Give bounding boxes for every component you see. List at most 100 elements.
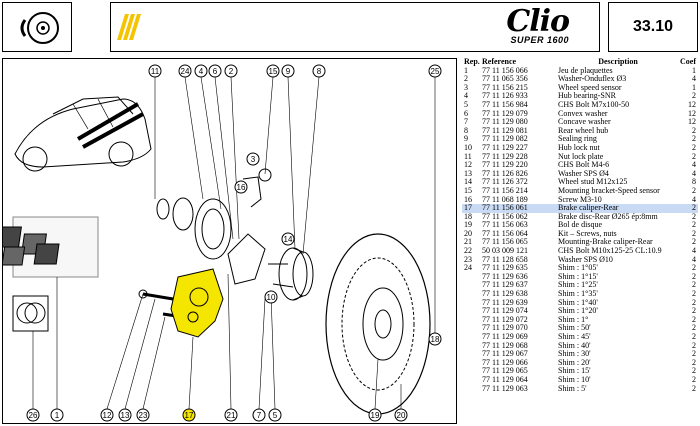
reference-cell: 77 11 129 637 bbox=[482, 280, 528, 290]
description-cell: Wheel stud M12x125 bbox=[558, 178, 628, 187]
svg-text:3: 3 bbox=[251, 155, 256, 164]
reference-cell: 77 11 068 189 bbox=[482, 194, 528, 204]
reference-cell: 77 11 156 214 bbox=[482, 185, 528, 195]
callout-5: 5 bbox=[268, 408, 282, 422]
description-cell: CHS Bolt M7x100-50 bbox=[558, 100, 630, 109]
brake-caliper-rear bbox=[170, 268, 224, 338]
rep-cell bbox=[462, 316, 482, 325]
coef-cell: 2 bbox=[692, 185, 696, 195]
reference-cell: 77 11 129 227 bbox=[482, 142, 528, 152]
reference-cell: 77 11 129 063 bbox=[482, 383, 528, 393]
reference-cell: 77 11 129 082 bbox=[482, 134, 528, 144]
description-cell: Shim : 15' bbox=[558, 367, 591, 376]
coef-cell: 2 bbox=[692, 211, 696, 221]
coef-cell: 2 bbox=[692, 91, 696, 101]
svg-text:2: 2 bbox=[229, 67, 234, 76]
description-cell: Shim : 1°40' bbox=[558, 298, 598, 307]
callout-8: 8 bbox=[312, 64, 326, 78]
rep-cell bbox=[462, 307, 482, 316]
coef-cell: 4 bbox=[692, 168, 696, 178]
description-cell: Shim : 45' bbox=[558, 333, 591, 341]
description-cell: Shim : 1°35' bbox=[558, 290, 598, 299]
description-cell: Shim : 20' bbox=[558, 358, 591, 367]
description-cell: Washer-Onduflex Ø3 bbox=[558, 75, 627, 84]
reference-cell: 77 11 129 067 bbox=[482, 349, 528, 359]
svg-text:5: 5 bbox=[273, 411, 278, 420]
svg-text:24: 24 bbox=[181, 67, 190, 76]
coef-cell: 8 bbox=[692, 177, 696, 187]
coef-cell: 2 bbox=[692, 271, 696, 281]
description-cell: Convex washer bbox=[558, 109, 608, 118]
callouts-side: 3 18 16 14 10 bbox=[234, 152, 442, 346]
coef-cell: 2 bbox=[692, 340, 696, 350]
svg-text:25: 25 bbox=[431, 67, 440, 76]
header-rep: Rep. bbox=[464, 57, 480, 66]
callout-13: 13 bbox=[118, 408, 132, 422]
callout-18: 18 bbox=[428, 332, 442, 346]
description-cell: Shim : 1°20' bbox=[558, 307, 598, 316]
callout-4: 4 bbox=[194, 64, 208, 78]
reference-cell: 77 11 129 635 bbox=[482, 263, 528, 273]
description-cell: Jeu de plaquettes bbox=[558, 66, 613, 75]
description-cell: Shim : 10' bbox=[558, 375, 591, 384]
coef-cell: 2 bbox=[692, 383, 696, 393]
description-cell: Screw M3-10 bbox=[558, 195, 602, 204]
reference-cell: 77 11 156 061 bbox=[482, 203, 528, 213]
description-cell: Shim : 50' bbox=[558, 324, 591, 333]
coef-cell: 12 bbox=[688, 99, 696, 109]
rep-cell: 23 bbox=[464, 254, 472, 264]
rep-cell bbox=[462, 350, 482, 359]
description-cell: CHS Bolt M4-6 bbox=[558, 161, 610, 170]
description-cell: Mounting bracket-Speed sensor bbox=[558, 186, 660, 195]
coef-cell: 4 bbox=[692, 160, 696, 170]
callout-23: 23 bbox=[136, 408, 150, 422]
coef-cell: 12 bbox=[688, 108, 696, 118]
description-cell: Washer SPS Ø10 bbox=[558, 255, 613, 264]
reference-cell: 77 11 129 065 bbox=[482, 366, 528, 376]
reference-cell: 77 11 129 064 bbox=[482, 374, 528, 384]
brake-pads-illustration bbox=[3, 216, 99, 278]
description-cell: Wheel speed sensor bbox=[558, 83, 622, 92]
svg-text:19: 19 bbox=[371, 411, 380, 420]
coef-cell: 4 bbox=[692, 254, 696, 264]
